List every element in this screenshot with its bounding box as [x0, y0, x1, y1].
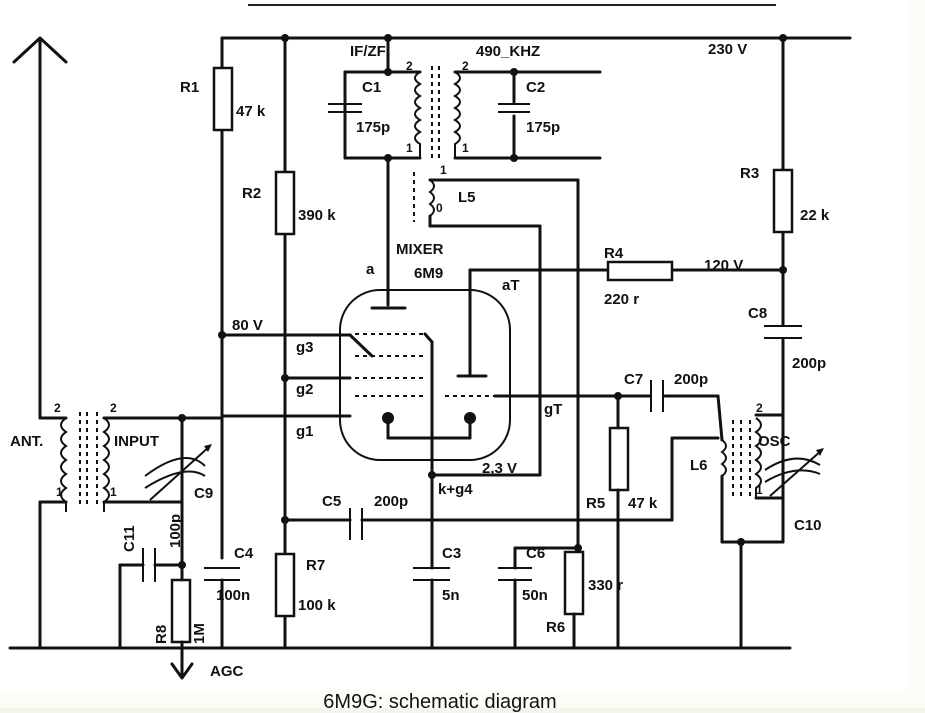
value-c3: 5n	[442, 587, 460, 604]
supply-wires	[220, 36, 852, 650]
pin-number: 1	[406, 141, 413, 155]
pin-number: 1	[440, 163, 447, 177]
pin-number: 0	[436, 201, 443, 215]
value-r6: 330 r	[588, 577, 623, 594]
oscillator	[716, 394, 824, 650]
label-c7: C7	[624, 371, 643, 388]
value-c8: 200p	[792, 355, 826, 372]
label-r4: R4	[604, 245, 624, 262]
value-r8: 1M	[191, 623, 208, 644]
label-r5: R5	[586, 495, 605, 512]
label-tube: 6M9	[414, 265, 443, 282]
pin-number: 2	[462, 59, 469, 73]
label-agc: AGC	[210, 663, 244, 680]
label-c11: C11	[121, 525, 138, 552]
label-120v: 120 V	[704, 257, 743, 274]
label-c3: C3	[442, 545, 461, 562]
label-if-zf: IF/ZF	[350, 43, 386, 60]
resistors	[170, 66, 794, 644]
label-l5: L5	[458, 189, 476, 206]
label-pin-at: aT	[502, 277, 520, 294]
label-c5: C5	[322, 493, 341, 510]
capacitors	[142, 325, 802, 650]
pin-number: 2	[110, 401, 117, 415]
header-strip	[248, 0, 776, 6]
label-r2: R2	[242, 185, 261, 202]
labels: IF/ZF 490_KHZ 230 V 120 V 80 V 2,3 V R1 …	[10, 41, 830, 680]
label-pin-gt: gT	[544, 401, 562, 418]
value-c11: 100p	[167, 514, 184, 548]
label-230v: 230 V	[708, 41, 747, 58]
label-mixer: MIXER	[396, 241, 444, 258]
value-r3: 22 k	[800, 207, 830, 224]
label-r3: R3	[740, 165, 759, 182]
value-c1: 175p	[356, 119, 390, 136]
pin-number: 1	[756, 483, 763, 497]
label-80v: 80 V	[232, 317, 263, 334]
label-c8: C8	[748, 305, 767, 322]
label-c4: C4	[234, 545, 254, 562]
label-g1: g1	[296, 423, 314, 440]
pin-number: 1	[462, 141, 469, 155]
label-r7: R7	[306, 557, 325, 574]
value-c2: 175p	[526, 119, 560, 136]
value-c5: 200p	[374, 493, 408, 510]
label-kg4: k+g4	[438, 481, 473, 498]
label-r1: R1	[180, 79, 199, 96]
value-r5: 47 k	[628, 495, 658, 512]
label-c2: C2	[526, 79, 545, 96]
tube-6m9	[220, 268, 785, 477]
value-c6: 50n	[522, 587, 548, 604]
label-c10: C10	[794, 517, 822, 534]
pin-number: 2	[54, 401, 61, 415]
label-osc: OSC	[758, 433, 791, 450]
label-input: INPUT	[114, 433, 159, 450]
value-r4: 220 r	[604, 291, 639, 308]
label-c1: C1	[362, 79, 381, 96]
pin-number: 2	[406, 59, 413, 73]
schematic-paper: IF/ZF 490_KHZ 230 V 120 V 80 V 2,3 V R1 …	[8, 34, 852, 680]
if-transformer	[328, 36, 602, 307]
label-freq: 490_KHZ	[476, 43, 540, 60]
value-c4: 100n	[216, 587, 250, 604]
value-c7: 200p	[674, 371, 708, 388]
value-r7: 100 k	[298, 597, 336, 614]
value-r1: 47 k	[236, 103, 266, 120]
label-g3: g3	[296, 339, 314, 356]
label-2-3v: 2,3 V	[482, 460, 517, 477]
pin-number: 1	[56, 485, 63, 499]
diagram-caption: 6M9G: schematic diagram	[323, 691, 557, 713]
label-l6: L6	[690, 457, 708, 474]
label-c6: C6	[526, 545, 545, 562]
label-c9: C9	[194, 485, 213, 502]
label-g2: g2	[296, 381, 314, 398]
l5-coil	[413, 172, 580, 550]
pin-number: 1	[110, 485, 117, 499]
label-pin-a: a	[366, 261, 375, 278]
schematic: IF/ZF 490_KHZ 230 V 120 V 80 V 2,3 V R1 …	[8, 34, 852, 680]
label-r6: R6	[546, 619, 565, 636]
label-r8: R8	[153, 625, 170, 644]
pin-number: 2	[756, 401, 763, 415]
label-ant: ANT.	[10, 433, 43, 450]
junctions	[178, 34, 787, 569]
value-r2: 390 k	[298, 207, 336, 224]
